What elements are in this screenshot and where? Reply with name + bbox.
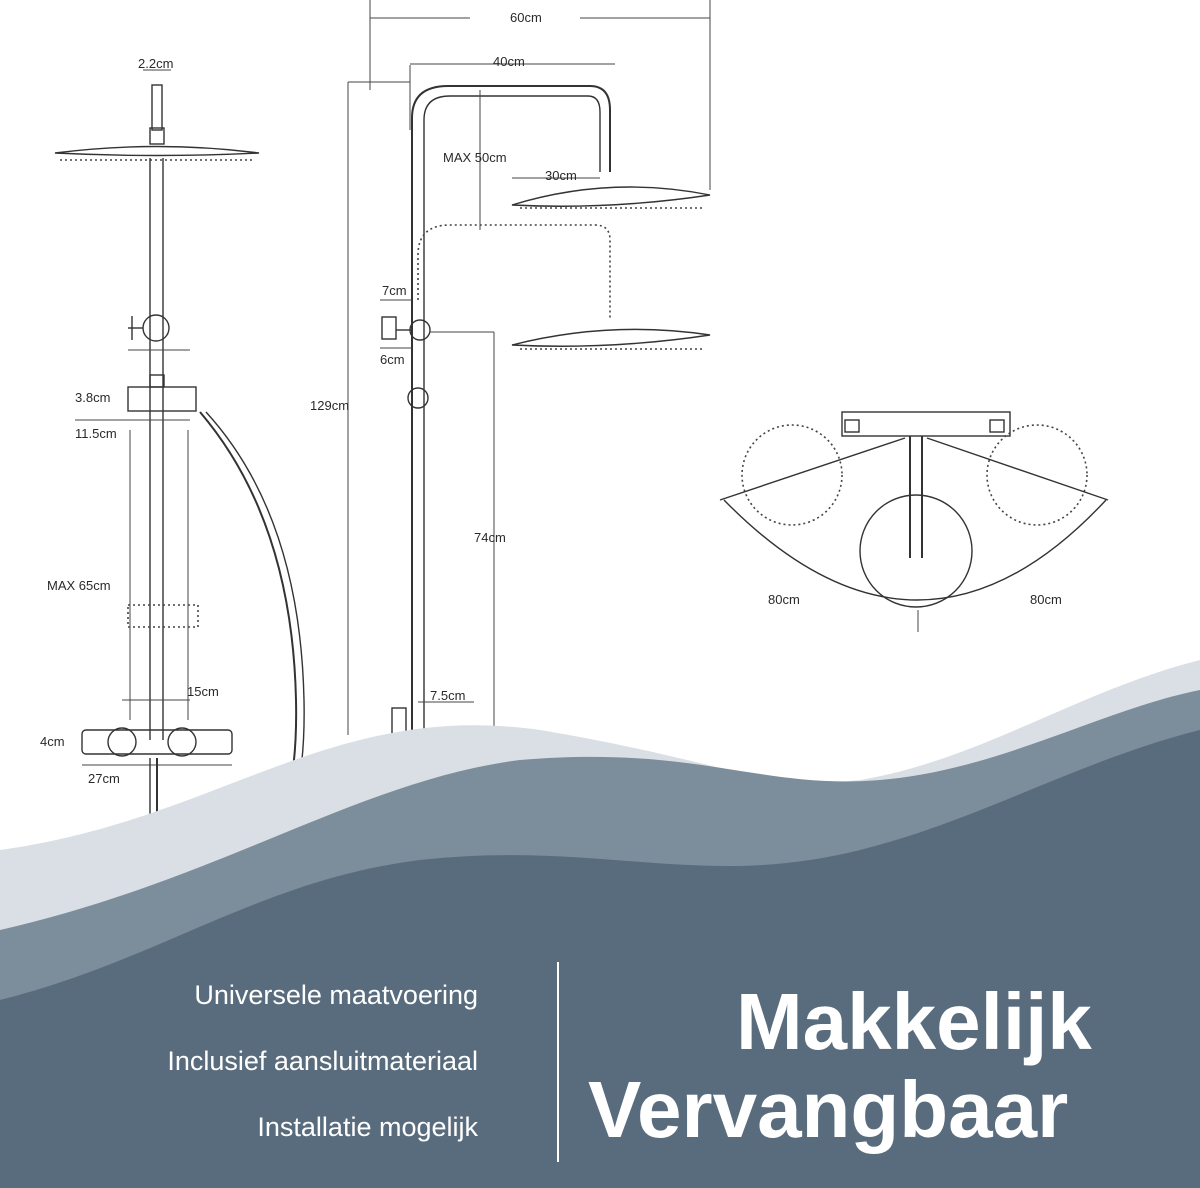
top-view: 80cm 80cm bbox=[719, 411, 1109, 632]
lower-height-label: 74cm bbox=[474, 530, 506, 545]
feature-universal-sizing: Universele maatvoering bbox=[194, 980, 478, 1010]
arm-length-label: 40cm bbox=[493, 54, 525, 69]
swing-left-label: 80cm bbox=[768, 592, 800, 607]
holder-width-label: 11.5cm bbox=[75, 426, 117, 441]
swing-right-label: 80cm bbox=[1030, 592, 1062, 607]
feature-connection-material: Inclusief aansluitmateriaal bbox=[167, 1046, 478, 1076]
mixer-height-label: 4cm bbox=[40, 734, 65, 749]
valve-depth-label: 6cm bbox=[380, 352, 405, 367]
inlet-offset-label: 7.5cm bbox=[430, 688, 465, 703]
valve-offset-label: 7cm bbox=[382, 283, 407, 298]
headline-line-1: Makkelijk bbox=[736, 977, 1092, 1066]
wave-dark bbox=[0, 730, 1200, 1188]
mixer-width-label: 27cm bbox=[88, 771, 120, 786]
max-slide-label: MAX 65cm bbox=[47, 578, 111, 593]
head-size-label: 30cm bbox=[545, 168, 577, 183]
head-width-label: 60cm bbox=[510, 10, 542, 25]
holder-height-label: 3.8cm bbox=[75, 390, 110, 405]
mixer-depth-label: 15cm bbox=[187, 684, 219, 699]
headline-line-2: Vervangbaar bbox=[588, 1065, 1069, 1154]
feature-installation: Installatie mogelijk bbox=[257, 1112, 478, 1142]
divider bbox=[557, 962, 559, 1162]
total-height-label: 129cm bbox=[310, 398, 349, 413]
max-arm-label: MAX 50cm bbox=[443, 150, 507, 165]
pipe-diameter-label: 2.2cm bbox=[138, 56, 173, 71]
